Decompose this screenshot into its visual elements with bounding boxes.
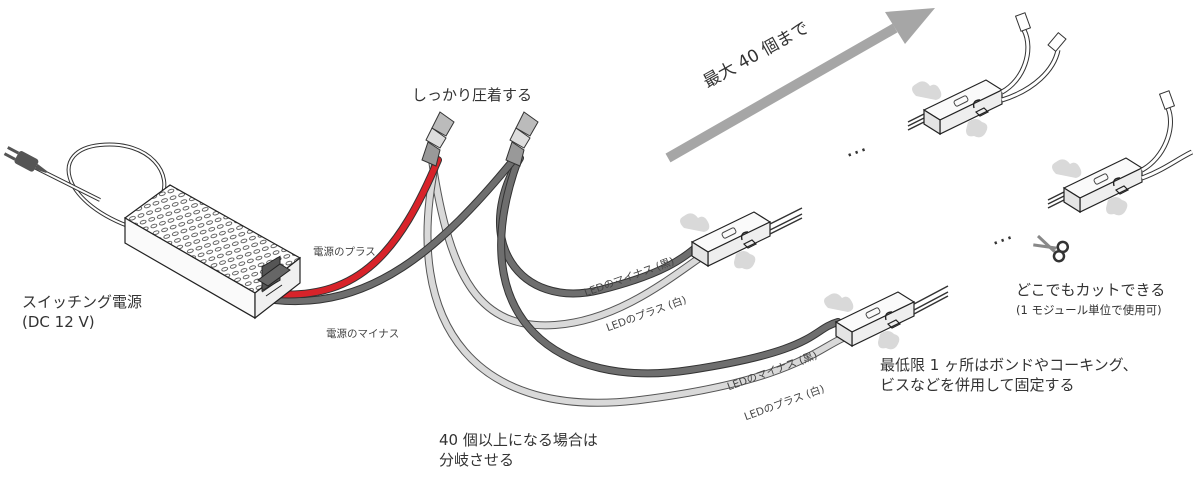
led-module xyxy=(823,285,949,351)
led-module xyxy=(679,207,803,271)
psu-name-label: スイッチング電源 xyxy=(22,293,143,311)
crimp-connector-right xyxy=(505,111,539,167)
psu-spec-label: (DC 12 V) xyxy=(22,313,95,331)
scissors-icon xyxy=(1033,234,1070,263)
white-wires xyxy=(423,156,854,407)
psu-plus-label: 電源のプラス xyxy=(313,246,376,258)
fix-label: 最低限 1 ヶ所はボンドやコーキング、 xyxy=(880,356,1138,374)
power-supply xyxy=(29,142,302,320)
crimp-label: しっかり圧着する xyxy=(412,86,533,104)
psu-minus-label: 電源のマイナス xyxy=(326,328,400,340)
led-module xyxy=(1047,90,1194,217)
branch-label-2: 分岐させる xyxy=(439,451,515,469)
fix-label-2: ビスなどを併用して固定する xyxy=(880,376,1075,394)
crimp-connector-left xyxy=(421,111,455,167)
black-wires xyxy=(271,154,842,378)
cut-label: どこでもカットできる xyxy=(1016,281,1166,299)
cut-sub-label: (1 モジュール単位で使用可) xyxy=(1016,303,1162,317)
led-module xyxy=(907,12,1067,139)
branch-label: 40 個以上になる場合は xyxy=(439,431,598,449)
plug-icon xyxy=(3,146,48,174)
arrow-icon xyxy=(665,8,935,163)
